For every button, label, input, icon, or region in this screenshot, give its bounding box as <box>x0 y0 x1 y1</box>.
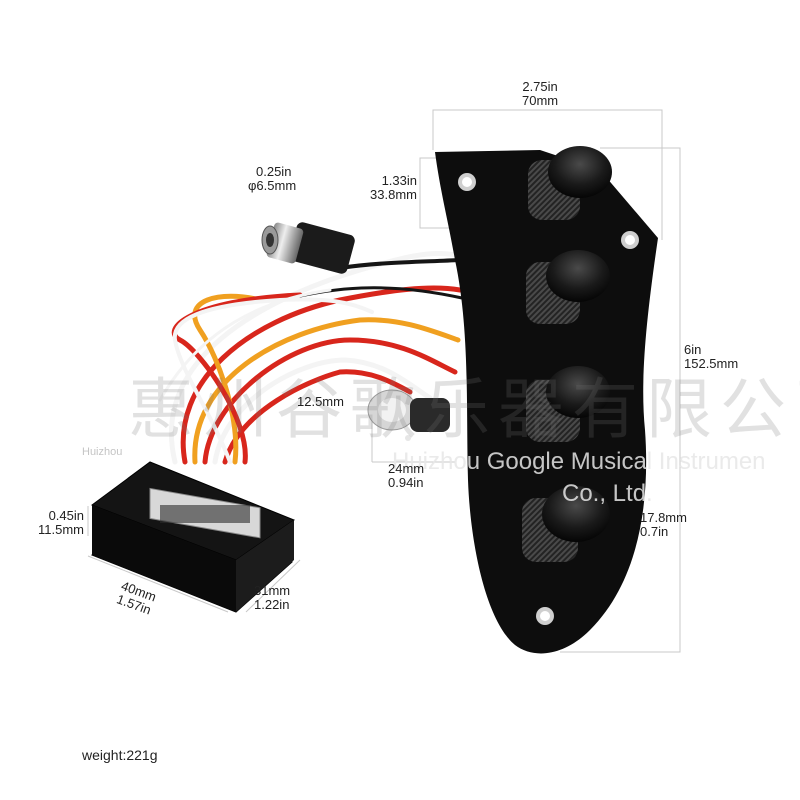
box-height-in: 0.45in <box>48 508 84 523</box>
plate-offset-mm: 33.8mm <box>370 187 417 202</box>
led-lead-in: 0.94in <box>388 475 424 490</box>
knob-diameter-label: 17.8mm 0.7in <box>640 511 687 539</box>
led-lead-mm: 24mm <box>388 461 425 476</box>
watermark-small: Huizhou <box>82 446 123 458</box>
plate-offset-in: 1.33in <box>381 173 417 188</box>
watermark-company-line2: Co., Ltd. <box>562 480 653 507</box>
knob-4 <box>522 486 610 562</box>
box-height-label: 0.45in 11.5mm <box>20 509 84 537</box>
jack-diameter-mm: φ6.5mm <box>248 178 297 193</box>
jack-diameter-label: 0.25in φ6.5mm <box>248 165 296 193</box>
box-width-label: 31mm 1.22in <box>254 584 290 612</box>
led-size-mm: 12.5mm <box>297 394 344 409</box>
plate-height-label: 6in 152.5mm <box>684 343 738 371</box>
led-lamp <box>367 389 450 441</box>
knob-1 <box>528 146 612 220</box>
plate-offset-label: 1.33in 33.8mm <box>355 174 417 202</box>
box-height-mm: 11.5mm <box>38 522 84 537</box>
knob-diameter-mm: 17.8mm <box>640 510 687 525</box>
plate-width-mm: 70mm <box>522 93 559 108</box>
knob-2 <box>526 250 610 324</box>
plate-width-in: 2.75in <box>522 79 558 94</box>
connector-box <box>90 461 296 613</box>
led-lead-label: 24mm 0.94in <box>388 462 424 490</box>
jack-diameter-in: 0.25in <box>256 164 292 179</box>
dimension-lines <box>87 109 681 653</box>
weight-label: weight:221g <box>82 747 158 763</box>
box-width-mm: 31mm <box>254 583 291 598</box>
output-jack <box>261 222 355 274</box>
watermark-chinese: 惠州谷歌乐器有限公司 <box>128 372 800 446</box>
knob-diameter-in: 0.7in <box>640 524 669 539</box>
watermark-company-line1: Huizhou Google Musical Instrumen <box>392 448 766 475</box>
wire-bundle <box>158 250 464 465</box>
plate-height-in: 6in <box>684 342 702 357</box>
plate-width-label: 2.75in 70mm <box>522 80 558 108</box>
led-size-label: 12.5mm <box>297 395 344 409</box>
plate-height-mm: 152.5mm <box>684 356 739 371</box>
knob-3 <box>526 366 610 442</box>
box-width-in: 1.22in <box>254 597 290 612</box>
